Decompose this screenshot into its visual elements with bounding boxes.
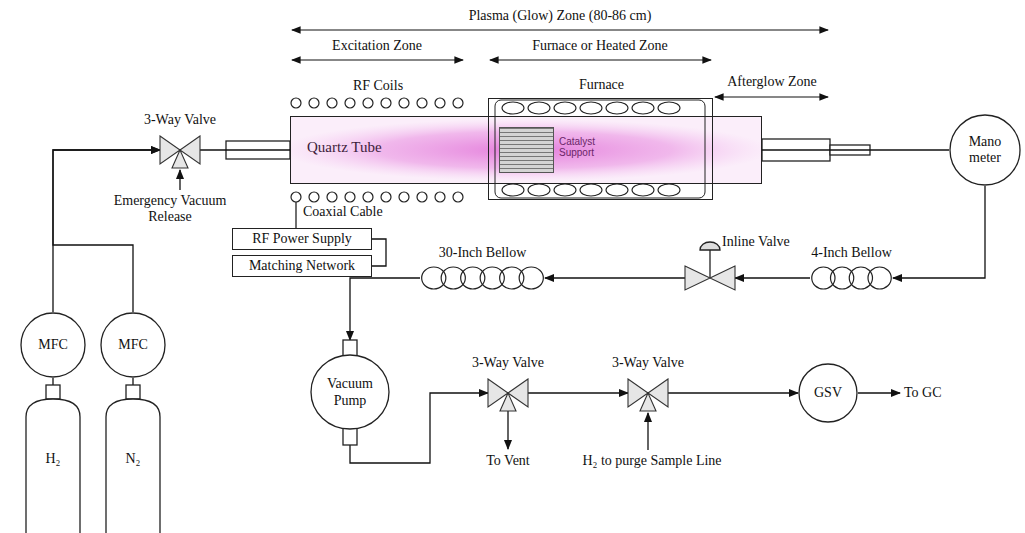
coil-turn: [327, 98, 337, 108]
annotation-label: To GC: [904, 385, 942, 401]
coil-turn: [309, 98, 319, 108]
gas-line: [372, 239, 386, 266]
node-label: H₂: [46, 451, 61, 467]
power-supply-box: RF Power Supply: [232, 228, 372, 250]
mass-flow-controller: MFC: [20, 312, 86, 378]
plasma-glow: [280, 119, 770, 181]
node-label: MFC: [118, 337, 148, 353]
gas-line: [52, 378, 53, 385]
gas-sampling-valve: GSV: [798, 363, 858, 423]
annotation-label: To Vent: [486, 453, 529, 469]
gas-line: [200, 149, 290, 150]
gas-line: [53, 150, 160, 312]
coil-turn: [399, 192, 409, 202]
three-way-valve: 3-Way Valve: [488, 375, 528, 411]
gas-line: [350, 278, 420, 340]
annotation-label: H₂ to purge Sample Line: [582, 453, 721, 469]
quartz-tube: Catalyst Support Quartz Tube: [290, 116, 762, 184]
node-label: Vacuum Pump: [319, 376, 381, 408]
annotation-label: Coaxial Cable: [303, 204, 383, 220]
inline-valve-outline: [685, 260, 735, 296]
coil-turn: [381, 98, 391, 108]
rf-coils: [291, 98, 463, 202]
gas-line: [762, 149, 949, 150]
node-label: Inline Valve: [722, 234, 790, 250]
coil-turn: [435, 192, 445, 202]
furnace-outline: [489, 99, 714, 201]
node-label: 3-Way Valve: [472, 355, 544, 371]
manometer: Mano meter: [949, 114, 1021, 186]
node-label: 3-Way Valve: [144, 112, 216, 128]
annotation-label: Afterglow Zone: [727, 74, 817, 90]
gas-line: [53, 150, 160, 312]
coil-turn: [417, 192, 427, 202]
annotation-label: RF Coils: [353, 78, 403, 94]
inline-valve-handle: [700, 242, 720, 278]
annotation-label: Emergency Vacuum Release: [109, 193, 231, 225]
node-label: Quartz Tube: [307, 139, 382, 156]
node-label: Catalyst Support: [559, 136, 605, 158]
inline-valve: Inline Valve: [685, 260, 735, 296]
coil-turn: [399, 98, 409, 108]
node-label: Matching Network: [249, 258, 355, 274]
bellow-hose: 4-Inch Bellow: [810, 266, 893, 290]
node-label: Mano meter: [960, 134, 1010, 166]
three-way-valve-outline: [488, 375, 528, 411]
gas-line: [528, 392, 628, 393]
annotation-label: Plasma (Glow) Zone (80-86 cm): [469, 8, 652, 24]
coil-turn: [453, 192, 463, 202]
catalyst-support: Catalyst Support: [499, 127, 605, 173]
annotation-label: Excitation Zone: [332, 38, 422, 54]
coil-turn: [327, 192, 337, 202]
coil-turn: [291, 98, 301, 108]
three-way-valve: 3-Way Valve: [160, 132, 200, 168]
bellow-hose: 30-Inch Bellow: [420, 266, 545, 290]
node-label: GSV: [814, 385, 842, 401]
coil-turn: [363, 98, 373, 108]
gas-cylinder: N₂: [100, 385, 166, 533]
node-label: RF Power Supply: [252, 231, 352, 247]
coil-turn: [417, 98, 427, 108]
vacuum-pump: Vacuum Pump: [310, 340, 390, 445]
matching-network-box: Matching Network: [232, 255, 372, 277]
bellow-hose-outline: [420, 266, 545, 290]
three-way-valve-outline: [628, 375, 668, 411]
coil-turn: [363, 192, 373, 202]
node-label: 4-Inch Bellow: [811, 245, 891, 261]
gas-line: [735, 277, 810, 278]
coil-turn: [291, 192, 301, 202]
gas-line: [893, 186, 985, 278]
coil-turn: [345, 98, 355, 108]
coil-turn: [309, 192, 319, 202]
node-label: 3-Way Valve: [612, 355, 684, 371]
node-label: Furnace: [579, 77, 624, 93]
zone-arrows: [292, 30, 828, 97]
node-label: N₂: [126, 451, 141, 467]
three-way-valve: 3-Way Valve: [628, 375, 668, 411]
gas-line: [132, 378, 133, 385]
bellow-hose-outline: [810, 266, 893, 290]
mass-flow-controller: MFC: [100, 312, 166, 378]
gas-line: [668, 392, 798, 393]
node-label: 30-Inch Bellow: [439, 245, 526, 261]
three-way-valve-outline: [160, 132, 200, 168]
port-arrows: [180, 170, 900, 450]
node-label: MFC: [38, 337, 68, 353]
catalyst-stripes: [499, 127, 554, 173]
coaxial-cable: [295, 202, 296, 228]
gas-line: [545, 277, 685, 278]
coil-turn: [453, 98, 463, 108]
coil-turn: [345, 192, 355, 202]
annotation-label: Furnace or Heated Zone: [532, 38, 668, 54]
gas-cylinder: H₂: [20, 385, 86, 533]
coil-turn: [435, 98, 445, 108]
coil-turn: [381, 192, 391, 202]
furnace: Furnace: [488, 98, 713, 200]
